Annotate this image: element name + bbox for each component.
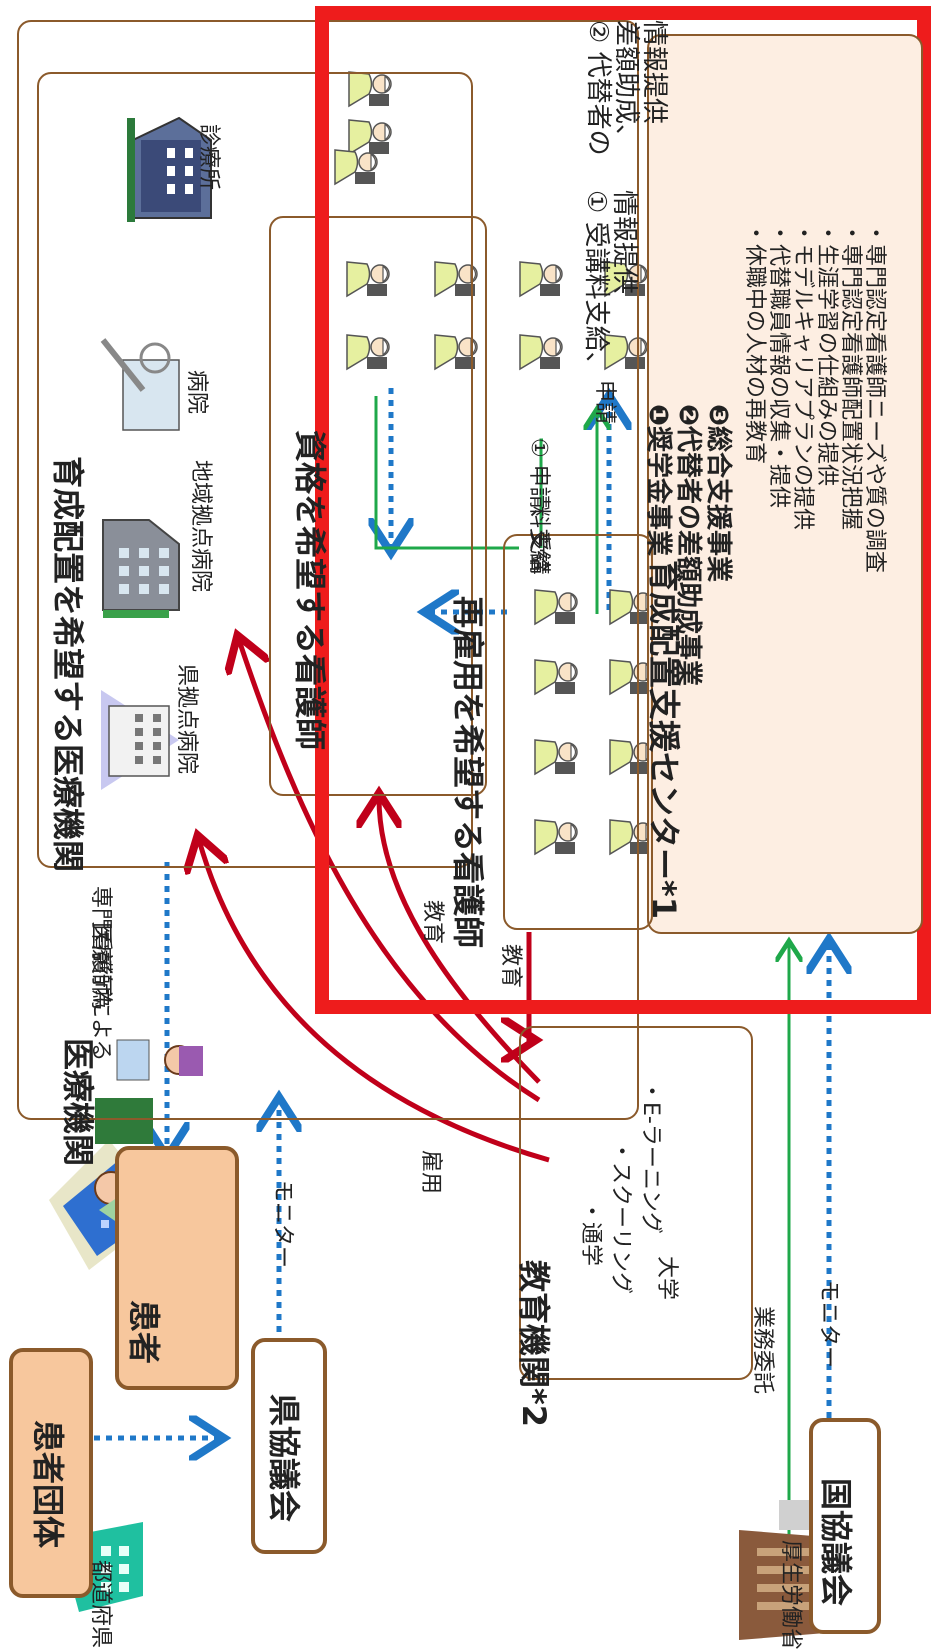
- regional-hospital-label: 地域拠点病院: [188, 460, 213, 593]
- arrow-green-reemploy-apply: [539, 438, 543, 548]
- training-institutions-title: 育成配置を希望する医療機関: [49, 456, 87, 873]
- edu-label-1: 教育: [420, 900, 445, 945]
- national-council-label: 国協議会: [817, 1478, 855, 1607]
- patients-label: 患者: [125, 1300, 163, 1365]
- method-3: ・E-ラーニング: [638, 1080, 663, 1234]
- arrow-red-education-to-nurses: [379, 798, 541, 1084]
- clinic-building-icon: [127, 116, 212, 222]
- hospital-label: 病院: [184, 370, 209, 415]
- monitor-label-2: モニター: [816, 1280, 841, 1369]
- reemploy-box-title: 再雇用を希望する看護師: [449, 596, 487, 949]
- arrow-green-nurses-to-center-apply: [374, 396, 519, 550]
- apply-label: 申請: [592, 380, 617, 425]
- monitor-label-1: モニター: [270, 1180, 295, 1269]
- clinic-label: 診療所: [196, 124, 221, 191]
- pref-hospital-label: 県拠点病院: [174, 664, 199, 775]
- prefecture-label: 都道府県: [88, 1560, 113, 1649]
- apply2-label-b: 料支給: [526, 506, 551, 573]
- hire-label: 雇用: [418, 1150, 443, 1195]
- nurses-box-title: 資格を希望する看護師: [291, 430, 329, 751]
- mhlw-label: 厚生労働省: [778, 1540, 803, 1650]
- specialist-act-text-2: 医療行為: [88, 922, 113, 1011]
- method-2: ・スクーリング: [608, 1140, 633, 1295]
- patient-group-label: 患者団体: [29, 1420, 67, 1549]
- support-item-6: ・専門認定看護師ニーズや質の調査: [862, 222, 887, 573]
- edu-label-2: 教育: [498, 944, 523, 989]
- reemploy-box: [503, 534, 653, 930]
- hospital-icon: [100, 338, 180, 431]
- student-icon: [116, 1039, 203, 1081]
- arrow-red-education-to-pref: [199, 840, 550, 1163]
- subsidy2-label-c: 情報提供: [639, 20, 669, 125]
- education-title: 教育機関*2: [515, 1260, 553, 1428]
- arrow-red-education-to-regional: [239, 640, 541, 1103]
- pref-hospital-icon: [101, 690, 179, 790]
- method-1: ・通学: [578, 1200, 603, 1267]
- arrow-red-reemploy-to-education: [529, 932, 531, 1040]
- business-3: ❸総合支援事業: [703, 404, 733, 583]
- subsidy1-label-b: 情報提供: [609, 190, 639, 295]
- university-label: 大学: [654, 1256, 679, 1301]
- outsourcing-label: 業務委託: [750, 1306, 775, 1395]
- pref-council-label: 県協議会: [265, 1394, 303, 1523]
- regional-hospital-icon: [102, 519, 180, 618]
